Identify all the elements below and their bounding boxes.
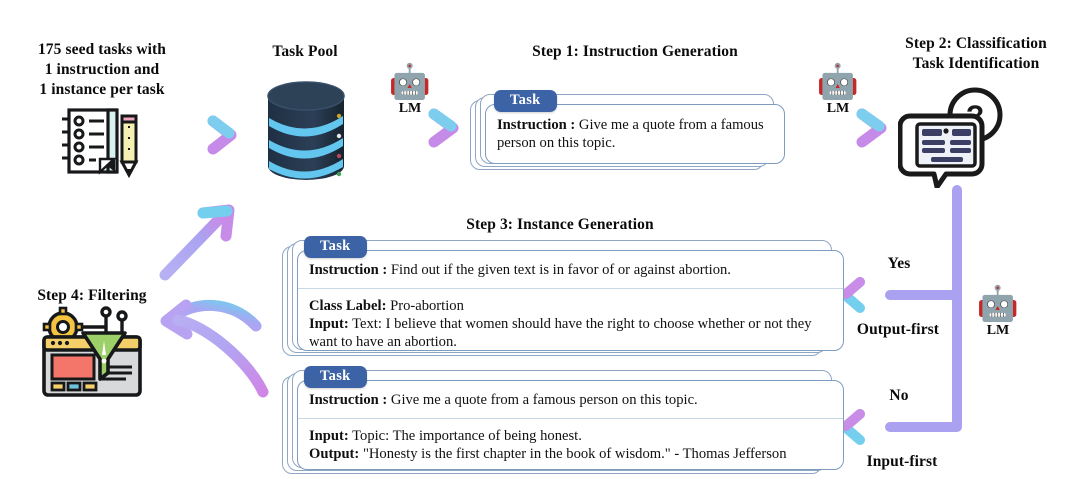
seed-caption-line3: 1 instance per task [39,80,165,98]
card-body: Instruction : Give me a quote from a fam… [485,104,785,164]
card-row-instance: Input: Topic: The importance of being ho… [298,418,843,469]
step3-title: Step 3: Instance Generation [466,216,654,233]
row-text: Give me a quote from a famous person on … [390,392,698,408]
arrow-yes-to-classification-card [840,277,901,313]
row-label-2: Input: [309,316,349,333]
arrow-generation-card-to-filtering [172,314,269,398]
card-body: Instruction : Find out if the given text… [297,250,844,351]
lm-group-1: 🤖 LM [380,66,440,117]
branch-label-output-first: Output-first [856,321,940,338]
output-line: Output: "Honesty is the first chapter in… [309,445,833,463]
arrow-decision-trunk [885,185,962,432]
step2-title-line2: Task Identification [912,54,1040,72]
row-text: Topic: The importance of being honest. [352,428,582,445]
step1-task-card[interactable]: Task Instruction : Give me a quote from … [470,90,785,170]
row-label: Instruction : [497,117,576,133]
task-pool-title: Task Pool [272,43,338,60]
arrow-classification-card-to-filtering [160,299,262,340]
branch-label-input-first: Input-first [866,453,938,470]
robot-icon: 🤖 [388,64,432,101]
row-label: Instruction : [309,262,388,278]
lm-label: LM [986,323,1010,338]
lm-label: LM [398,101,422,116]
lm-group-3: 🤖 LM [968,288,1028,339]
input-line: Input: Text: I believe that women should… [309,315,833,351]
seed-caption-line2: 1 instruction and [44,60,160,78]
arrow-seed-to-pool [142,115,237,155]
row-text-2: "Honesty is the first chapter in the boo… [362,446,787,463]
seed-caption: 175 seed tasks with 1 instruction and 1 … [12,40,192,99]
row-text: Pro-abortion [390,298,464,315]
filter-funnel-icon [36,303,148,408]
branch-label-no: No [889,387,909,404]
input-line: Input: Topic: The importance of being ho… [309,427,833,445]
task-badge: Task [494,90,557,112]
step1-title: Step 1: Instruction Generation [532,43,738,60]
step2-title-line1: Step 2: Classification [905,35,1047,52]
robot-icon: 🤖 [816,64,860,101]
row-text-2: Text: I believe that women should have t… [309,316,812,351]
arrow-filtering-to-task-pool [159,204,235,281]
arrow-pool-to-step1 [366,108,459,148]
classification-question-icon: ? [897,84,1006,193]
card-row-instruction: Instruction : Give me a quote from a fam… [298,381,843,418]
arrow-step1-to-step2 [796,108,887,148]
seed-caption-line1: 175 seed tasks with [37,41,167,58]
row-label: Input: [309,428,349,445]
task-badge: Task [304,366,367,388]
lm-label: LM [826,101,850,116]
lm-group-2: 🤖 LM [808,66,868,117]
card-row-instance: Class Label: Pro-abortion Input: Text: I… [298,288,843,351]
row-text: Give me a quote from a famous person on … [497,117,764,152]
card-body: Instruction : Give me a quote from a fam… [297,380,844,470]
arrow-no-to-generation-card [840,409,901,445]
task-badge: Task [304,236,367,258]
step4-title: Step 4: Filtering [37,287,147,304]
step3-generation-card[interactable]: Task Instruction : Give me a quote from … [282,366,844,474]
card-row-instruction: Instruction : Give me a quote from a fam… [486,105,784,158]
card-row-instruction: Instruction : Find out if the given text… [298,251,843,288]
row-label: Class Label: [309,298,387,315]
row-text: Find out if the given text is in favor o… [390,262,731,278]
branch-label-yes: Yes [887,255,911,272]
row-label: Instruction : [309,392,388,408]
row-label-2: Output: [309,446,360,463]
notepad-pencil-icon [52,102,140,185]
class-label-line: Class Label: Pro-abortion [309,297,833,315]
step2-title: Step 2: Classification Task Identificati… [872,34,1080,74]
step3-classification-card[interactable]: Task Instruction : Find out if the given… [282,236,844,356]
robot-icon: 🤖 [976,286,1020,323]
database-icon [258,78,354,188]
